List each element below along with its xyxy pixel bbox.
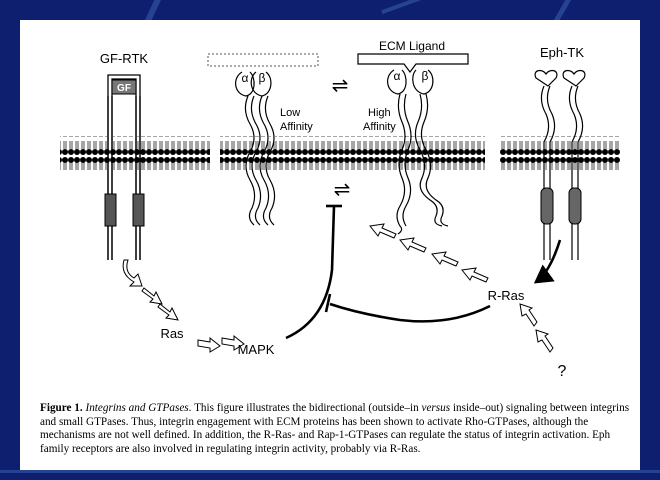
label-eph-tk: Eph-TK — [540, 45, 584, 60]
label-ecm-ligand: ECM Ligand — [379, 39, 445, 53]
high-affinity-integrin — [387, 69, 449, 235]
equilibrium-bottom: ⇌ — [334, 179, 351, 201]
figure-caption: Figure 1. Integrins and GTPases. This fi… — [40, 402, 634, 456]
label-low: Low — [280, 107, 300, 119]
inhibition-bar-mapk — [324, 293, 332, 313]
background-stripe — [0, 470, 660, 473]
label-beta-low: β — [259, 71, 266, 85]
low-affinity-integrin — [235, 71, 276, 226]
label-ras: Ras — [160, 326, 184, 341]
unbound-ligand-outline — [207, 53, 319, 67]
mapk-inhibition-line — [285, 205, 336, 340]
label-affinity-low: Affinity — [280, 121, 313, 133]
rras-inhibition-line — [329, 302, 491, 323]
label-unknown: ? — [558, 363, 567, 380]
gf-rtk-receptor — [104, 74, 145, 260]
label-beta-high: β — [422, 69, 429, 83]
eph-to-rras-line — [533, 239, 562, 284]
membrane-right — [500, 136, 620, 170]
membrane-center — [220, 136, 485, 170]
eph-kinase-domain-left — [540, 187, 554, 225]
caption-versus: versus — [421, 402, 451, 414]
hollow-arrows-rras-to-integrin — [369, 223, 489, 283]
eph-tk-receptor — [534, 69, 586, 260]
label-gf: GF — [117, 83, 131, 94]
hollow-arrows-unknown-to-rras — [519, 303, 554, 353]
hollow-arrows-ras-path — [122, 259, 245, 353]
ecm-ligand — [357, 53, 469, 73]
label-mapk: MAPK — [238, 342, 275, 357]
label-gf-rtk: GF-RTK — [100, 51, 148, 66]
caption-part1: . This figure illustrates the bidirectio… — [188, 402, 422, 414]
caption-title: Integrins and GTPases — [85, 402, 189, 414]
caption-part2: inside–out) signaling between integrins … — [40, 402, 630, 455]
caption-lead: Figure 1. — [40, 402, 83, 414]
label-affinity-high: Affinity — [363, 121, 396, 133]
integrin-signaling-diagram: GF-RTK GF α β Low Affinity ⇌ ⇌ ECM Ligan… — [60, 39, 620, 380]
label-high: High — [368, 107, 391, 119]
equilibrium-top: ⇌ — [332, 75, 349, 97]
label-r-ras: R-Ras — [488, 288, 525, 303]
label-alpha-high: α — [394, 69, 401, 83]
background-stripe — [381, 0, 439, 15]
figure-panel: GF-RTK GF α β Low Affinity ⇌ ⇌ ECM Ligan… — [20, 20, 640, 470]
membrane-left — [60, 136, 210, 170]
eph-kinase-domain-right — [568, 187, 582, 225]
label-alpha-low: α — [242, 71, 249, 85]
